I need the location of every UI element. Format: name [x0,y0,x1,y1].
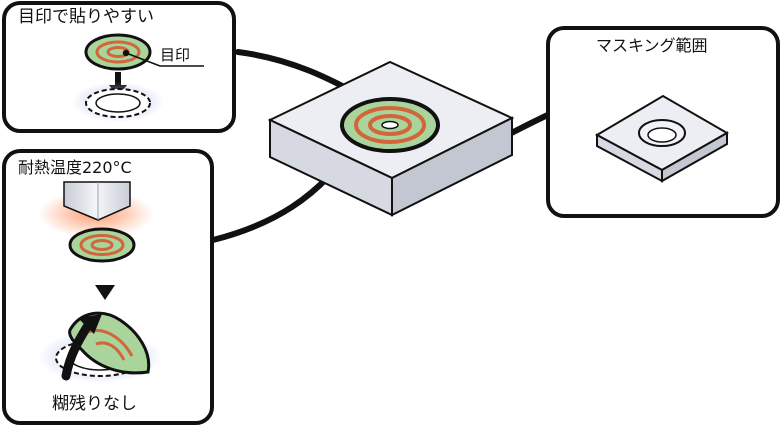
heated-block [63,181,131,221]
peel-arrow [61,314,102,381]
panel-title-easy-application: 目印で貼りやすい [18,7,154,27]
panel-easy-application [2,1,236,133]
heated-disc [68,227,136,263]
central-plate [267,60,515,217]
result-label-no-residue: 糊残りなし [52,394,137,414]
marker-label: 目印 [160,46,191,64]
marked-disc [84,33,152,71]
marker-leader-line [125,52,204,67]
central-masking-disc [340,97,440,153]
panel-title-masking-range: マスキング範囲 [596,36,708,55]
panel-heat-resistance [2,149,214,425]
target-hole-inner [95,93,141,113]
masked-hole-inner [647,127,677,143]
panel-masking-range [546,26,780,218]
masked-plate [594,94,730,183]
process-arrow [95,285,115,300]
panel-title-heat-resistance: 耐熱温度220°C [18,158,132,177]
